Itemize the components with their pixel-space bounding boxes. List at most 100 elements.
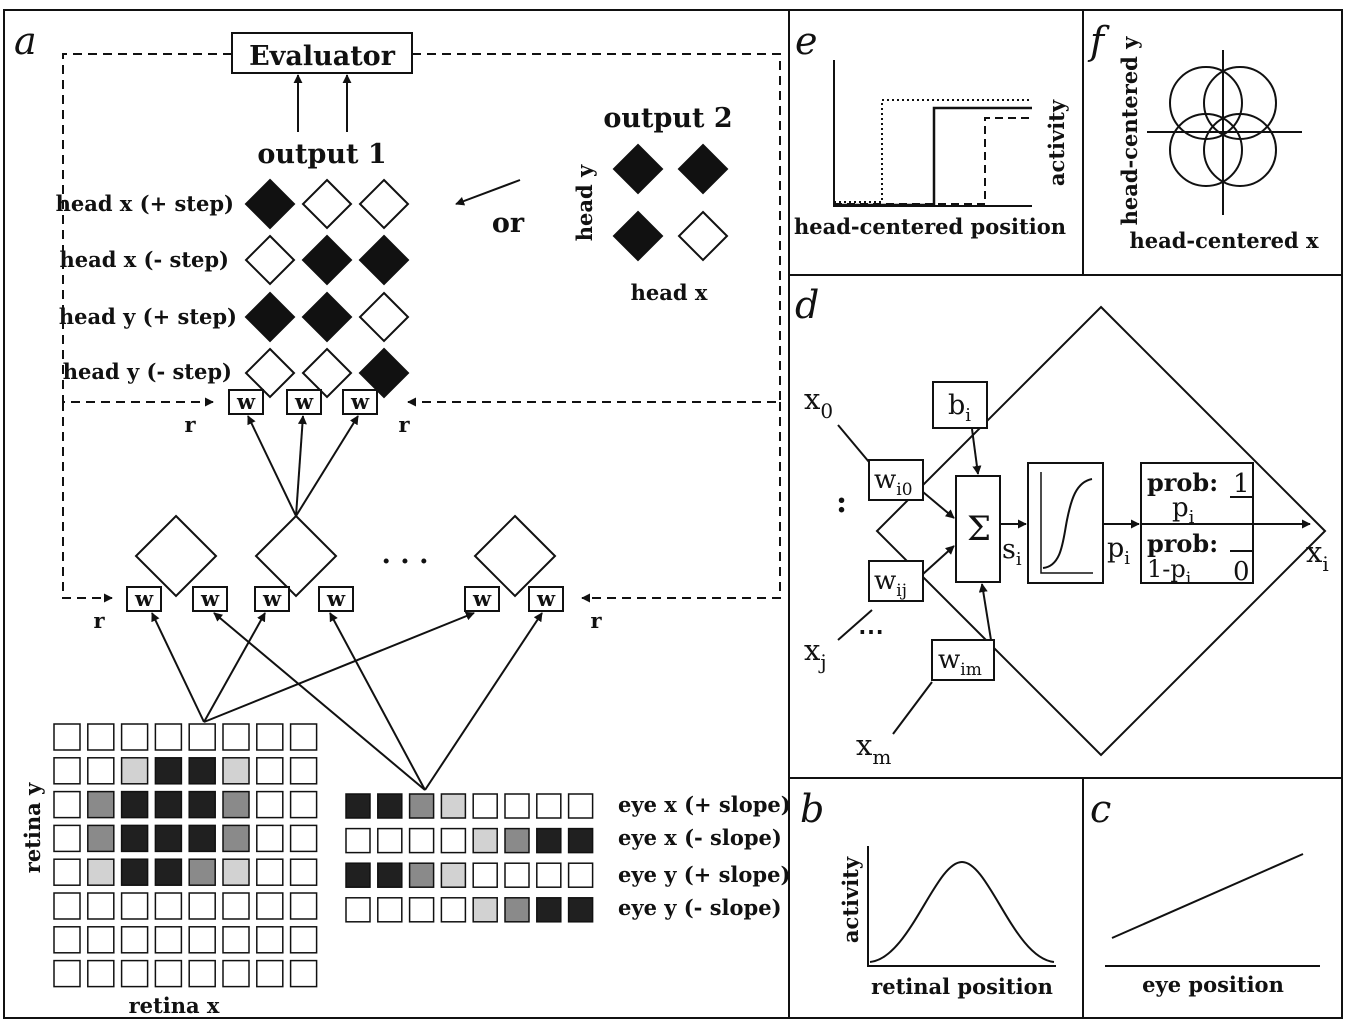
retina-cell [53,824,81,853]
eye-position-cell [377,827,403,854]
retina-cell [87,959,115,988]
eye-label-y-plus: eye y (+ slope) [618,862,790,887]
panel-c-linear-response [1111,853,1304,939]
retina-cell [120,757,149,785]
output-1-units [244,178,410,399]
panel-f-xlabel: head-centered x [1129,228,1319,253]
sigmoid-curve [1042,478,1093,569]
row-label-head-y-minus: head y (- step) [63,359,232,384]
row-label-head-y-plus: head y (+ step) [59,304,237,329]
retina-cell [256,892,284,920]
weight-box-wim [931,639,995,681]
retina-cell [53,723,81,751]
panel-label-c: c [1090,787,1111,831]
retina-cell [289,824,318,853]
evaluator-label: Evaluator [249,41,396,72]
retina-cell [53,790,81,819]
retina-cell [154,926,183,954]
eye-position-cell [567,827,594,854]
retina-cell [53,959,81,988]
eye-position-grid [345,793,594,923]
weight-label-wij: wij [874,566,907,601]
panel-label-a: a [14,19,37,63]
input-to-hidden-arrows [151,611,543,791]
retina-cell [87,892,115,920]
panel-label-d: d [795,283,819,327]
retina-cell [154,892,183,920]
panel-e: activity head-centered position [794,60,1069,239]
retina-cell [188,858,216,886]
retina-cell [154,790,183,819]
eye-position-cell [408,862,435,888]
panel-borders [3,9,1343,1019]
prob-value-bottom: 1-pi [1147,555,1192,589]
or-label: or [492,208,525,239]
retina-cell [154,959,183,988]
retina-cell [289,757,318,785]
prob-label-top: prob: [1147,468,1218,497]
hidden-units [134,514,557,598]
hidden-units-ellipsis: . . . [382,539,429,570]
retina-cell [222,824,250,853]
panel-b-xlabel: retinal position [871,974,1053,999]
row-label-head-x-minus: head x (- step) [59,247,229,272]
retina-cell [222,926,250,954]
retina-grid [53,723,318,988]
eye-position-cell [536,827,562,854]
output-2-units [612,143,729,262]
eye-label-x-plus: eye x (+ slope) [618,792,791,817]
svg-text:w: w [472,586,492,611]
panel-c-xlabel: eye position [1142,972,1284,997]
eye-position-cell [504,793,530,819]
retina-cell [120,858,149,886]
retina-cell [222,723,250,751]
retina-cell [188,824,216,853]
svg-text:w: w [326,586,346,611]
neuron-diamond [875,305,1327,757]
retina-cell [188,926,216,954]
retina-cell [53,926,81,954]
retina-cell [87,790,115,819]
sigmoid-axes [1040,472,1093,574]
weight-box-wi0 [868,459,924,501]
eye-position-cell [504,862,530,888]
eye-position-cell [567,897,594,923]
panel-b: activity retinal position [838,846,1056,999]
output-value-zero: 0 [1233,557,1250,587]
panel-f [1147,50,1302,215]
eye-position-cell [472,793,498,819]
retina-cell [120,892,149,920]
panel-label-e: e [795,19,818,63]
retina-cell [256,926,284,954]
output-value-one: 1 [1233,469,1250,499]
summation-box [955,475,1001,583]
eye-position-cell [377,862,403,888]
panel-e-dotted-step [834,99,1032,203]
panel-c: eye position [1105,853,1320,997]
svg-text:w: w [236,389,256,414]
svg-text:w: w [350,389,370,414]
retina-cell [289,926,318,954]
eye-position-cell [504,897,530,923]
panel-f-ylabel: head-centered y [1117,36,1142,226]
retina-cell [87,858,115,886]
input-diagonal-ellipsis: ⋯ [858,617,884,647]
retina-cell [289,858,318,886]
hidden-to-output-arrows [247,415,359,517]
retina-cell [256,790,284,819]
panel-b-ylabel: activity [838,856,863,943]
retina-cell [222,757,250,785]
output-2-axis-y: head y [572,164,597,241]
retina-cell [154,824,183,853]
bias-box [932,381,988,429]
retina-cell [87,723,115,751]
retina-cell [188,892,216,920]
retina-cell [289,959,318,988]
eye-position-cell [536,897,562,923]
retina-cell [87,824,115,853]
retina-cell [256,959,284,988]
eye-position-cell [567,862,594,888]
eye-position-cell [440,897,467,923]
retina-cell [188,790,216,819]
